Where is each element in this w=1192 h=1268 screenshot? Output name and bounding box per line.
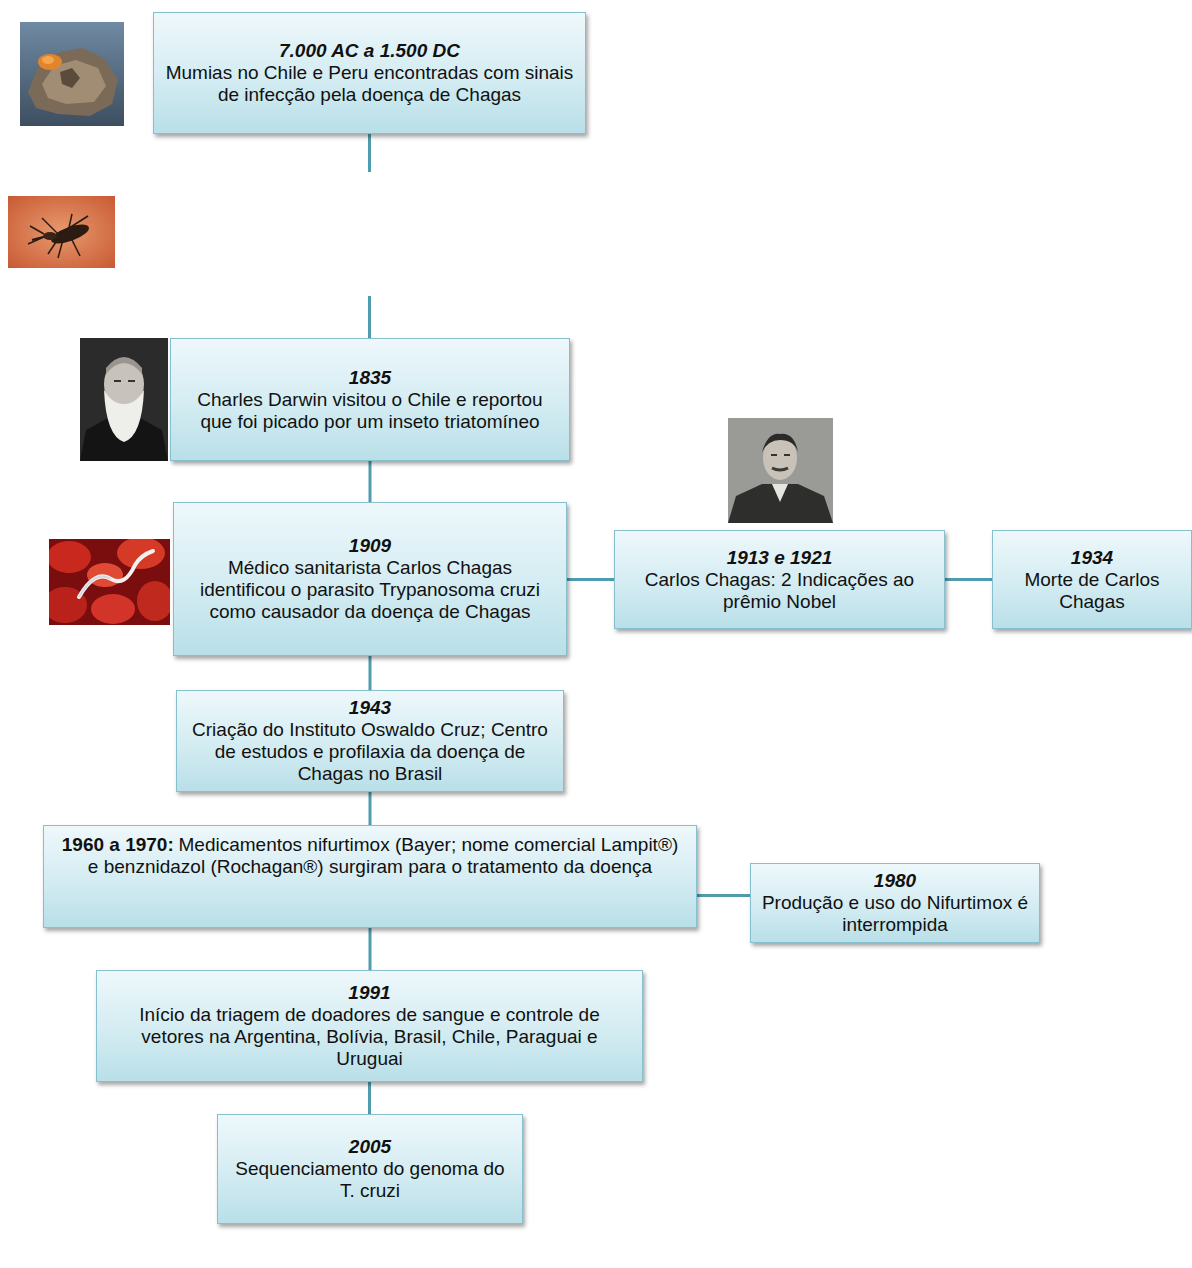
date-heading: 1991 (348, 982, 390, 1004)
timeline-connector (945, 578, 992, 581)
event-text: Morte de Carlos Chagas (1003, 569, 1181, 613)
date-heading: 2005 (349, 1136, 391, 1158)
timeline-connector (369, 461, 372, 502)
timeline-box: 1991Início da triagem de doadores de san… (96, 970, 643, 1082)
date-heading: 7.000 AC a 1.500 DC (279, 40, 460, 62)
timeline-connector (368, 134, 371, 338)
date-heading: 1980 (874, 870, 916, 892)
trypanosoma-photo (49, 539, 170, 625)
date-heading: 1960 a 1970: (62, 834, 174, 855)
event-text: Produção e uso do Nifurtimox é interromp… (761, 892, 1029, 936)
timeline-box: 7.000 AC a 1.500 DCMumias no Chile e Per… (153, 12, 586, 134)
timeline-connector (369, 656, 372, 690)
event-text: Sequenciamento do genoma do T. cruzi (228, 1158, 512, 1202)
timeline-box: 1835Charles Darwin visitou o Chile e rep… (170, 338, 570, 461)
timeline-box: 1913 e 1921Carlos Chagas: 2 Indicações a… (614, 530, 945, 629)
timeline-box: 1934Morte de Carlos Chagas (992, 530, 1192, 629)
mummy-photo (20, 22, 124, 126)
date-heading: 1913 e 1921 (727, 547, 833, 569)
timeline-connector (567, 578, 614, 581)
timeline-box: 1909Médico sanitarista Carlos Chagas ide… (173, 502, 567, 656)
event-text: Criação do Instituto Oswaldo Cruz; Centr… (187, 719, 553, 785)
event-text: Charles Darwin visitou o Chile e reporto… (181, 389, 559, 433)
event-text: Carlos Chagas: 2 Indicações ao prêmio No… (625, 569, 934, 613)
timeline-box: 1960 a 1970:Medicamentos nifurtimox (Bay… (43, 825, 697, 928)
timeline-connector (369, 928, 372, 970)
date-heading: 1835 (349, 367, 391, 389)
event-text: Medicamentos nifurtimox (Bayer; nome com… (88, 834, 678, 877)
darwin-portrait (80, 338, 168, 461)
timeline-box: 1943Criação do Instituto Oswaldo Cruz; C… (176, 690, 564, 792)
triatomine-photo (8, 196, 115, 268)
timeline-box: 1980Produção e uso do Nifurtimox é inter… (750, 863, 1040, 943)
timeline-connector (368, 1082, 371, 1114)
timeline-box: 2005Sequenciamento do genoma do T. cruzi (217, 1114, 523, 1224)
date-heading: 1909 (349, 535, 391, 557)
date-heading: 1934 (1071, 547, 1113, 569)
chagas-portrait (728, 418, 833, 523)
timeline-connector (697, 894, 750, 897)
event-text: Mumias no Chile e Peru encontradas com s… (164, 62, 575, 106)
timeline-connector (369, 792, 372, 825)
event-text: Início da triagem de doadores de sangue … (107, 1004, 632, 1070)
date-heading: 1943 (349, 697, 391, 719)
event-text: Médico sanitarista Carlos Chagas identif… (184, 557, 556, 623)
